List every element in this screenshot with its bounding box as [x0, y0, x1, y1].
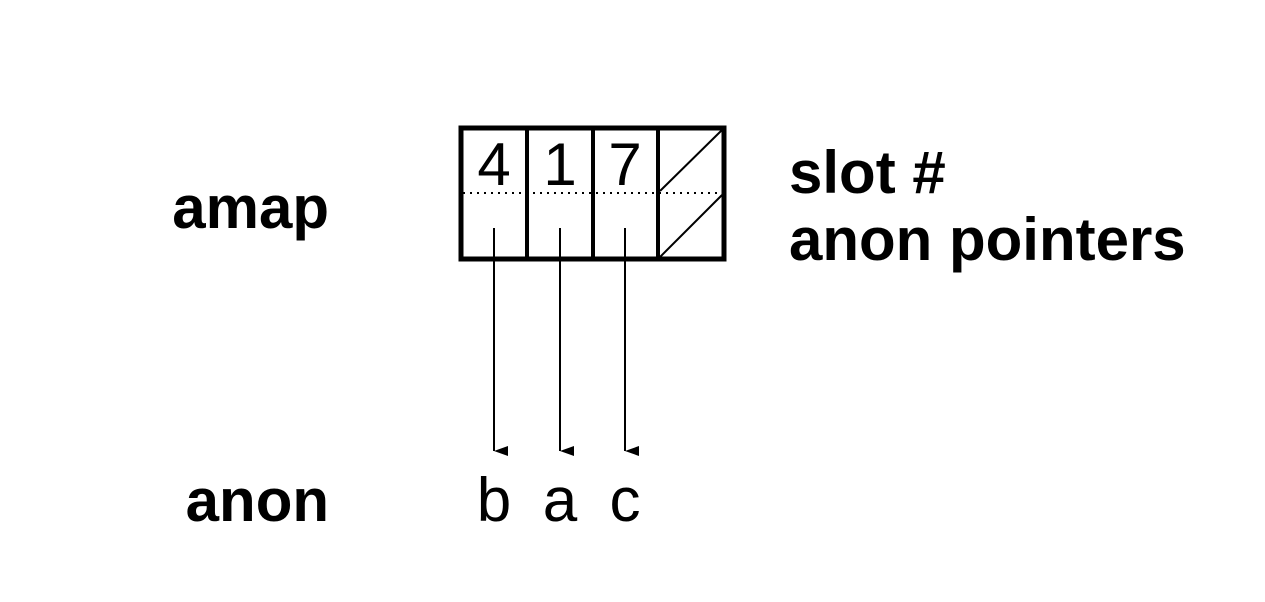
- empty-slot-slash-top: [659, 129, 723, 192]
- slot-number-cell: 1: [543, 131, 576, 198]
- slot-number-legend: slot #: [789, 139, 946, 206]
- anon-item: c: [610, 466, 641, 535]
- slot-number-cell: 4: [477, 131, 510, 198]
- empty-slot-slash-bottom: [659, 194, 723, 258]
- anon-item: a: [543, 466, 578, 535]
- anon-label: anon: [186, 467, 329, 534]
- slot-number-cell: 7: [608, 131, 641, 198]
- anon-pointers-legend: anon pointers: [789, 206, 1186, 273]
- anon-item: b: [477, 466, 511, 535]
- amap-array: [458, 125, 727, 262]
- amap-label: amap: [172, 174, 329, 241]
